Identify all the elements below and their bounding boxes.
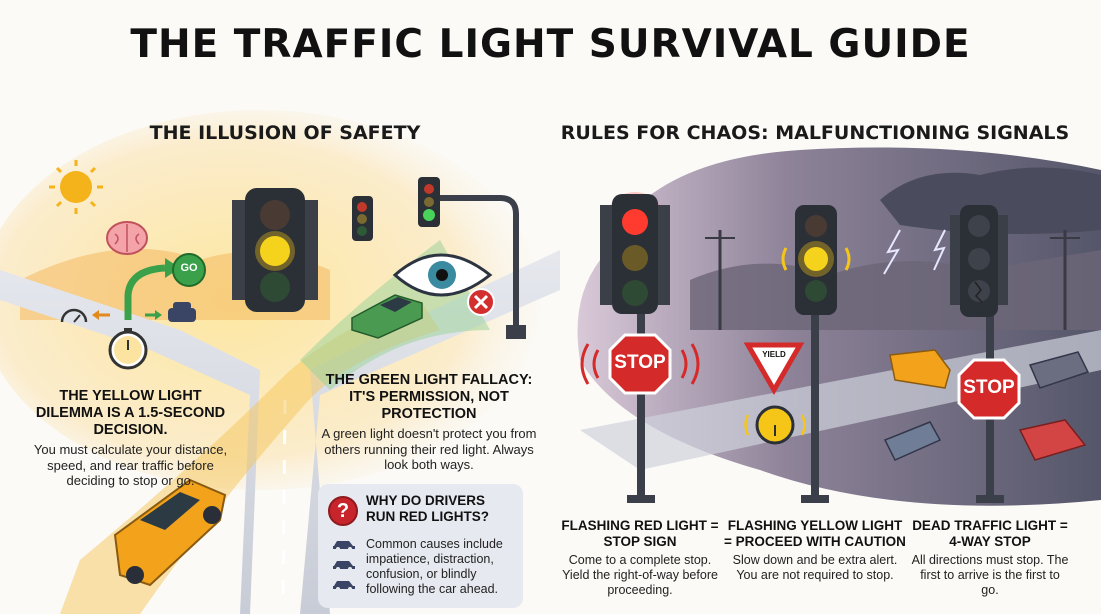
sun-icon [49, 160, 103, 214]
hanging-traffic-light-green [418, 177, 526, 339]
yellow-dilemma-block: THE YELLOW LIGHT DILEMMA IS A 1.5-SECOND… [28, 388, 233, 489]
rule-heading: DEAD TRAFFIC LIGHT = 4-WAY STOP [912, 518, 1068, 549]
rule-flashing-red: FLASHING RED LIGHT = STOP SIGN Come to a… [560, 518, 720, 598]
decision-arrow-icon [124, 264, 166, 320]
intersection-cars [883, 349, 1090, 461]
green-fallacy-block: THE GREEN LIGHT FALLACY: IT'S PERMISSION… [318, 372, 540, 473]
stop-sign-left [580, 333, 700, 395]
rule-body: All directions must stop. The first to a… [911, 553, 1069, 597]
green-fallacy-heading: THE GREEN LIGHT FALLACY: IT'S PERMISSION… [325, 372, 533, 422]
yellow-dilemma-body: You must calculate your distance, speed,… [33, 442, 228, 488]
yellow-car [113, 478, 227, 587]
go-sign [172, 253, 206, 287]
traffic-light-flashing-red [600, 192, 670, 503]
question-mark-icon: ? [328, 496, 358, 526]
eye-icon [392, 253, 493, 297]
caution-gauge-icon [744, 405, 806, 445]
why-drivers-run-red-box: ? WHY DO DRIVERS RUN RED LIGHTS? Common … [318, 484, 523, 608]
stop-sign-right [957, 358, 1021, 420]
car-icon [333, 581, 355, 591]
dead-light-stop-sign-label: STOP [963, 377, 1015, 398]
stop-sign-label: STOP [614, 352, 666, 373]
rule-body: Slow down and be extra alert. You are no… [732, 553, 898, 582]
small-traffic-light [352, 196, 373, 241]
rule-heading: FLASHING RED LIGHT = STOP SIGN [561, 518, 719, 549]
right-section-heading: RULES FOR CHAOS: MALFUNCTIONING SIGNALS [560, 122, 1070, 144]
green-car [351, 294, 423, 339]
rule-dead-light: DEAD TRAFFIC LIGHT = 4-WAY STOP All dire… [910, 518, 1070, 598]
page-title: THE TRAFFIC LIGHT SURVIVAL GUIDE [130, 22, 971, 67]
car-icon [333, 561, 355, 571]
yield-sign-label: YIELD [762, 350, 786, 359]
brain-icon [106, 221, 148, 255]
rule-heading: FLASHING YELLOW LIGHT = PROCEED WITH CAU… [724, 518, 906, 549]
rule-body: Come to a complete stop. Yield the right… [562, 553, 718, 597]
main-traffic-light-yellow [232, 188, 318, 312]
why-box-heading: WHY DO DRIVERS RUN RED LIGHTS? [366, 493, 489, 524]
go-sign-label: GO [180, 262, 198, 274]
stopwatch-icon [108, 328, 148, 370]
traffic-light-flashing-yellow [781, 205, 851, 503]
green-fallacy-body: A green light doesn't protect you from o… [321, 426, 537, 472]
why-box-body: Common causes include impatience, distra… [366, 537, 503, 596]
speedometer-icon [60, 308, 88, 323]
rule-flashing-yellow: FLASHING YELLOW LIGHT = PROCEED WITH CAU… [724, 518, 906, 583]
rear-car-icon [168, 302, 196, 322]
car-icon [333, 541, 355, 551]
yield-sign [743, 342, 805, 395]
left-section-heading: THE ILLUSION OF SAFETY [149, 122, 421, 144]
yellow-dilemma-heading: THE YELLOW LIGHT DILEMMA IS A 1.5-SECOND… [35, 388, 226, 438]
x-mark-icon [467, 288, 495, 316]
